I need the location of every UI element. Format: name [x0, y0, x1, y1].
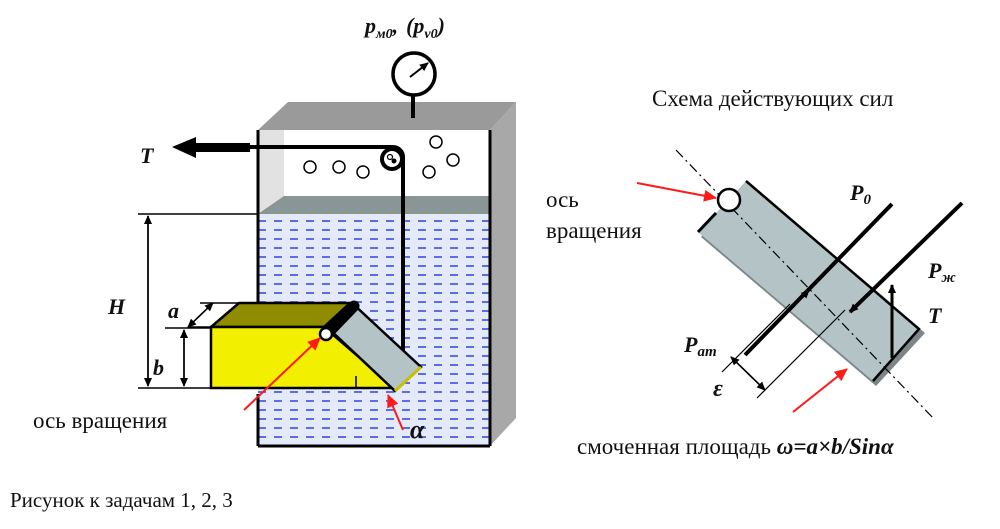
tension-label: T: [140, 143, 155, 168]
force-p0-arrow: [789, 289, 810, 311]
gauge-label: pм0,(pv0): [363, 13, 445, 42]
axis-pointer-arrow-right: [636, 182, 717, 202]
figure-caption: Рисунок к задачам 1, 2, 3: [10, 488, 233, 512]
axis-label-right-line1: ось: [546, 187, 579, 212]
tank-diagram: pм0,(pv0) T H b: [33, 13, 516, 448]
dimension-H: [138, 213, 258, 389]
hinge-axis-scheme: [716, 187, 742, 213]
force-pzh-line: [848, 201, 964, 314]
width-label-a: a: [168, 298, 179, 323]
pressure-gauge: [391, 51, 437, 118]
hinge-shaft: [322, 300, 360, 339]
water-surface: [258, 196, 490, 214]
force-t-label: T: [928, 303, 943, 328]
height-label-H: H: [107, 294, 126, 319]
hinge-axis: [318, 326, 334, 342]
tension-arrow: [172, 137, 250, 158]
gas-bubbles: [303, 135, 460, 179]
wetted-area-label: смоченная площадь ω=a×b/Sinα: [577, 434, 895, 459]
eps-label: ε: [713, 376, 723, 402]
force-scheme: Схема действующих сил ось вращения P0 Pж…: [546, 86, 964, 459]
dimension-a: [187, 302, 239, 328]
angle-pointer-arrow: [387, 394, 404, 431]
force-p0-line: [743, 202, 894, 357]
tank-top-face: [258, 102, 516, 130]
axis-label-left: ось вращения: [33, 408, 168, 433]
force-p0-label: P0: [849, 180, 871, 208]
force-scheme-title: Схема действующих сил: [652, 86, 893, 111]
angle-label: α: [410, 415, 425, 444]
gate-plate: [698, 181, 919, 381]
gauge-needle-icon: [409, 62, 429, 78]
force-pzh-label: Pж: [927, 258, 956, 286]
dimension-b: [165, 327, 211, 387]
axis-pointer-arrow: [243, 337, 321, 411]
axis-label-right-line2: вращения: [546, 218, 642, 243]
area-pointer-arrow: [792, 368, 848, 413]
tank-right-face: [490, 102, 516, 446]
depth-label-b: b: [153, 355, 164, 380]
force-pat-label: Pam: [683, 332, 717, 360]
